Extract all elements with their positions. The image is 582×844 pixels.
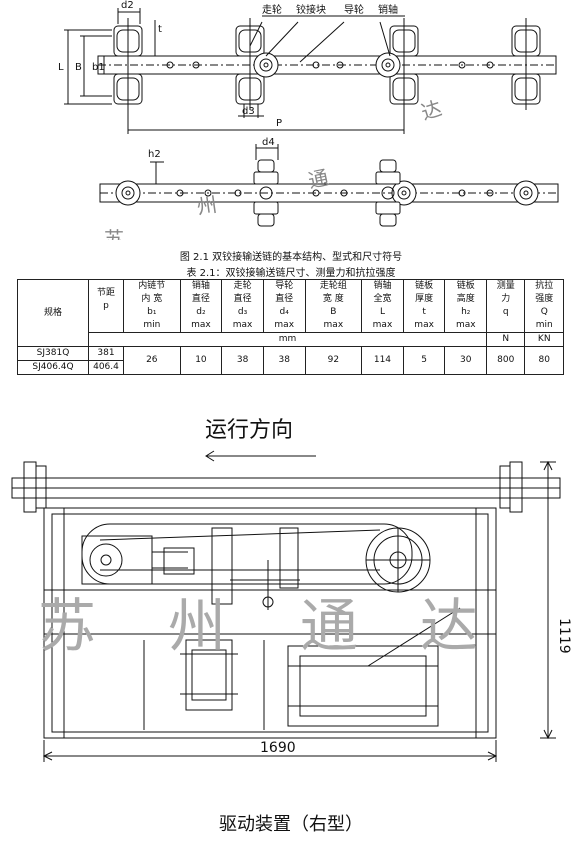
drive-title: 驱动装置（右型） xyxy=(219,814,363,835)
table-row: SJ406.4Q 406.4 xyxy=(17,360,564,375)
label-d2: d2 xyxy=(121,0,134,11)
figure-caption: 图 2.1 双铰接输送链的基本结构、型式和尺寸符号 xyxy=(179,252,403,263)
drive-chain-loop xyxy=(81,523,413,585)
label-pin: 销轴 xyxy=(378,3,398,16)
label-d4: d4 xyxy=(262,137,275,148)
watermark-large: 苏 州 通 达 xyxy=(38,592,478,660)
svg-text:苏: 苏 xyxy=(38,592,96,660)
label-B: B xyxy=(75,62,82,73)
header-spec: 规格 xyxy=(17,279,89,347)
unit-mm: mm xyxy=(87,332,488,347)
label-hinge-block: 铰接块 xyxy=(296,3,326,16)
unit-n: N xyxy=(486,332,526,347)
roller-assembly-1 xyxy=(113,18,143,110)
watermark-small: 苏 州 通 达 xyxy=(104,96,445,240)
label-b1: b1 xyxy=(92,62,105,73)
label-h2: h2 xyxy=(148,149,161,160)
svg-text:州: 州 xyxy=(195,192,218,219)
svg-text:达: 达 xyxy=(420,592,478,660)
unit-kn: KN xyxy=(524,332,564,347)
label-d3: d3 xyxy=(242,106,255,117)
motor-left xyxy=(81,535,153,585)
svg-text:州: 州 xyxy=(168,592,226,660)
label-walk-wheel: 走轮 xyxy=(262,3,282,16)
width-dimension: 1690 xyxy=(260,740,296,756)
svg-text:苏: 苏 xyxy=(104,227,124,240)
height-dimension: 1119 xyxy=(556,618,572,654)
roller-assembly-3 xyxy=(389,18,419,110)
label-L: L xyxy=(58,62,64,73)
label-P: P xyxy=(276,118,282,129)
gearbox-left xyxy=(185,639,233,711)
roller-assembly-4 xyxy=(511,18,541,110)
svg-text:通: 通 xyxy=(300,592,358,660)
label-t: t xyxy=(158,24,162,35)
label-guide-wheel: 导轮 xyxy=(344,3,364,16)
svg-text:达: 达 xyxy=(418,96,444,125)
drive-unit-drawing: 苏 州 通 达 1690 1119 xyxy=(11,450,572,762)
frame xyxy=(43,507,497,739)
chain-side-diagram: d2 t L B b1 d3 P 走轮 铰接块 导轮 销轴 d4 h2 xyxy=(58,0,559,240)
roller-assembly-2 xyxy=(235,18,265,110)
direction-label: 运行方向 xyxy=(205,418,294,443)
gearbox-right xyxy=(287,645,439,727)
table-caption: 表 2.1：双铰接输送链尺寸、测量力和抗拉强度 xyxy=(186,268,396,279)
svg-text:通: 通 xyxy=(306,165,331,193)
table-row: SJ381Q 381 26 10 38 38 92 114 5 30 800 8… xyxy=(17,346,564,375)
